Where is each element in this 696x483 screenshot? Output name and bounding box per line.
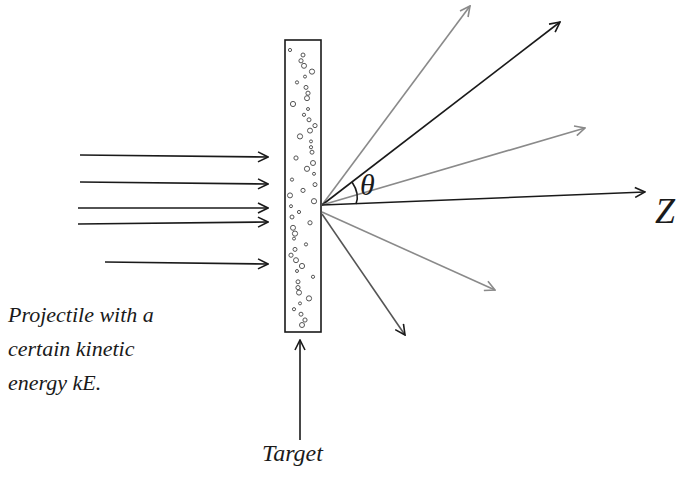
- target-atom: [306, 91, 310, 95]
- target-atom: [307, 108, 310, 111]
- target-atom: [299, 302, 302, 305]
- target-atom: [311, 275, 314, 278]
- axis-label: Z: [655, 192, 675, 232]
- target-atom: [303, 318, 307, 322]
- target-atom: [301, 188, 305, 192]
- target-atom: [308, 221, 312, 225]
- target-foil: [285, 40, 321, 332]
- target-atom: [311, 161, 316, 166]
- target-atom: [309, 146, 312, 149]
- target-atom: [291, 225, 296, 230]
- target-atom: [299, 263, 304, 268]
- target-atom: [297, 210, 300, 213]
- target-atom: [309, 69, 314, 74]
- angle-symbol: θ: [360, 168, 375, 201]
- target-atom: [304, 75, 307, 78]
- target-atom: [294, 258, 299, 263]
- target-atom: [299, 312, 303, 316]
- target-atom: [297, 290, 302, 295]
- target-atom: [304, 85, 308, 89]
- target-atom: [288, 193, 293, 198]
- target-atom: [305, 96, 310, 101]
- target-atom: [289, 253, 293, 257]
- target-atom: [292, 308, 295, 311]
- target-atom: [311, 199, 316, 204]
- angle-arc: [352, 182, 357, 204]
- target-atom: [290, 101, 295, 106]
- target-atom: [310, 140, 313, 143]
- target-atom: [296, 280, 300, 284]
- target-atom: [293, 247, 297, 251]
- incoming-beam: [78, 155, 268, 264]
- target-atom: [293, 237, 296, 240]
- target-atom: [296, 286, 300, 290]
- scattered-rays: [322, 6, 645, 335]
- target-label: Target: [262, 440, 323, 466]
- target-atom: [304, 243, 307, 246]
- target-pointer: [299, 340, 301, 440]
- target-atom: [300, 323, 305, 328]
- target-atom: [301, 53, 305, 57]
- target-atom: [290, 205, 293, 208]
- target-atom: [308, 128, 313, 133]
- target-atom: [306, 296, 311, 301]
- projectile-note: Projectile with a certain kinetic energy…: [8, 298, 198, 400]
- target-atom: [288, 48, 291, 51]
- target-atom: [294, 156, 298, 160]
- target-atom: [297, 134, 302, 139]
- target-atom: [310, 150, 314, 154]
- target-atom: [307, 118, 311, 122]
- target-atom: [313, 183, 317, 187]
- target-atom: [292, 231, 297, 236]
- target-atom: [302, 63, 307, 68]
- target-atom: [313, 124, 317, 128]
- target-atom: [290, 178, 293, 181]
- target-atom: [299, 59, 303, 63]
- target-atom: [295, 81, 298, 84]
- target-atom: [296, 270, 299, 273]
- target-atom: [302, 113, 305, 116]
- target-atom: [304, 166, 309, 171]
- target-atom: [290, 215, 294, 219]
- target-atom: [313, 172, 316, 175]
